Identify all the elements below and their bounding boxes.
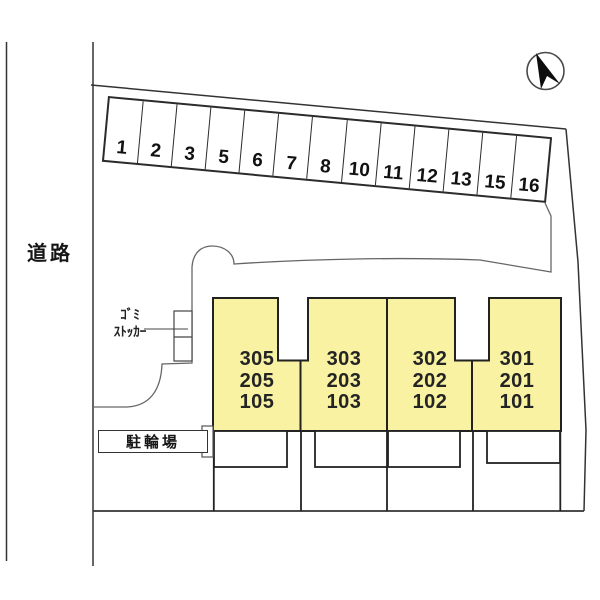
room-number: 103 xyxy=(326,391,362,413)
parking-space-10: 10 xyxy=(341,120,382,186)
garbage-stocker-label-line2: ｽﾄｯｶｰ xyxy=(113,324,147,339)
site-boundary-right xyxy=(565,128,587,512)
parking-space-15: 15 xyxy=(477,132,517,198)
garbage-stocker-box xyxy=(173,310,193,362)
unit-rooms-col-5: 305 205 105 xyxy=(213,348,301,414)
parking-space-number: 5 xyxy=(217,146,230,169)
bicycle-parking-box: 駐輪場 xyxy=(98,430,208,453)
room-number: 305 xyxy=(239,348,275,370)
parking-space-number: 3 xyxy=(183,143,196,166)
parking-space-number: 6 xyxy=(251,149,264,172)
parking-space-number: 7 xyxy=(285,152,298,175)
parking-space-5: 5 xyxy=(205,107,246,173)
terrace-101 xyxy=(486,430,561,464)
site-boundary-top xyxy=(90,84,567,130)
parking-space-11: 11 xyxy=(375,123,416,189)
parking-space-number: 1 xyxy=(115,137,129,159)
terrace-103 xyxy=(314,430,388,468)
parking-space-2: 2 xyxy=(138,101,178,167)
north-arrow-icon xyxy=(526,51,565,91)
parking-space-number: 10 xyxy=(347,158,371,182)
garbage-stocker-label-line1: ｺﾞﾐ xyxy=(120,307,140,322)
room-number: 105 xyxy=(239,391,275,413)
unit-rooms-col-1: 301 201 101 xyxy=(473,348,561,414)
bicycle-parking-label: 駐輪場 xyxy=(125,434,180,451)
parking-space-12: 12 xyxy=(409,126,450,192)
parking-space-1: 1 xyxy=(104,98,144,164)
parking-space-3: 3 xyxy=(171,104,212,170)
unit-rooms-col-2: 302 202 102 xyxy=(387,348,473,414)
room-number: 101 xyxy=(499,391,535,413)
parking-space-number: 8 xyxy=(319,155,332,178)
room-number: 303 xyxy=(326,348,362,370)
room-number: 202 xyxy=(412,369,448,392)
room-number: 205 xyxy=(239,369,275,392)
parking-space-number: 15 xyxy=(483,171,507,195)
parking-space-16: 16 xyxy=(511,136,550,201)
room-number: 201 xyxy=(499,369,535,392)
garbage-stocker-label: ｺﾞﾐ ｽﾄｯｶｰ xyxy=(102,306,158,340)
room-number: 102 xyxy=(412,391,448,413)
courtyard-boundary xyxy=(93,202,552,408)
unit-rooms-col-3: 303 203 103 xyxy=(301,348,387,414)
parking-space-7: 7 xyxy=(273,113,314,179)
road-label: 道路 xyxy=(27,243,73,265)
parking-space-8: 8 xyxy=(307,117,348,182)
terrace-102 xyxy=(387,430,461,468)
parking-space-number: 11 xyxy=(382,161,405,185)
parking-space-number: 2 xyxy=(149,140,162,163)
room-number: 203 xyxy=(326,369,362,392)
parking-space-number: 13 xyxy=(449,168,473,191)
room-number: 302 xyxy=(412,348,448,370)
parking-space-13: 13 xyxy=(443,129,484,195)
parking-space-number: 16 xyxy=(517,174,541,198)
room-number: 301 xyxy=(499,348,535,370)
terrace-105 xyxy=(213,430,288,468)
parking-space-number: 12 xyxy=(415,164,439,188)
parking-space-6: 6 xyxy=(239,110,280,176)
